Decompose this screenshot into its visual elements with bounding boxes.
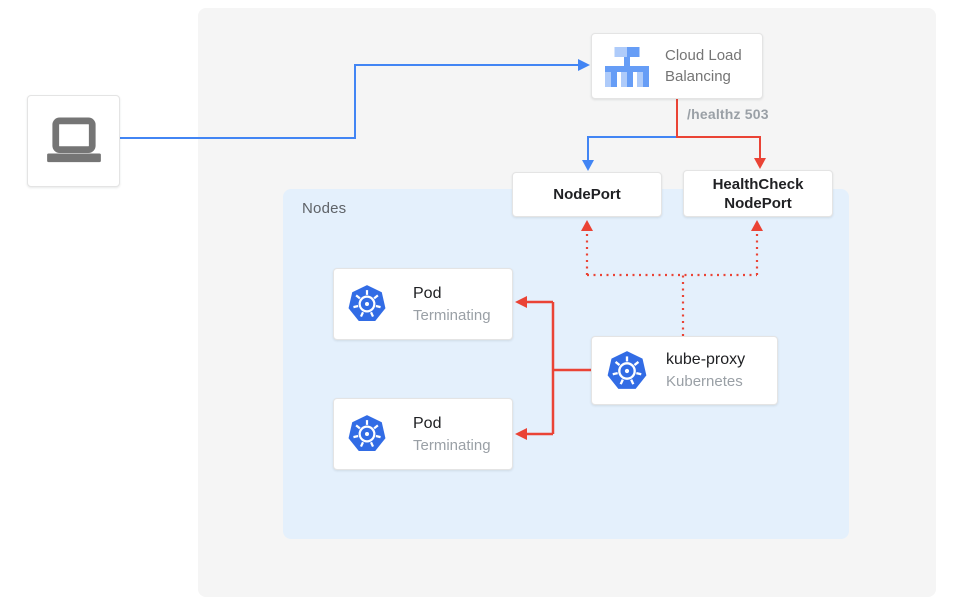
client-box <box>27 95 120 187</box>
nodeport-box: NodePort <box>512 172 662 217</box>
kubernetes-icon <box>347 414 387 453</box>
healthz-label: /healthz 503 <box>687 106 769 122</box>
pod-2-title: Pod <box>413 414 442 432</box>
laptop-icon <box>46 117 101 163</box>
pod-1-text: Pod Terminating <box>413 283 491 326</box>
kubernetes-icon <box>606 349 648 390</box>
healthcheck-nodeport-label: HealthCheck NodePort <box>712 175 804 212</box>
kube-proxy-subtitle: Kubernetes <box>666 373 743 390</box>
pod-2-status: Terminating <box>413 436 491 454</box>
cloud-load-balancing-box: Cloud Load Balancing <box>591 33 763 99</box>
kubernetes-icon <box>347 284 387 323</box>
pod-2-text: Pod Terminating <box>413 413 491 456</box>
pod-1-title: Pod <box>413 284 442 302</box>
cloud-load-balancing-label: Cloud Load Balancing <box>665 47 742 85</box>
nodes-label: Nodes <box>302 200 347 217</box>
kube-proxy-box: kube-proxy Kubernetes <box>591 336 778 405</box>
cloud-load-balancing-icon <box>605 46 649 87</box>
healthcheck-nodeport-box: HealthCheck NodePort <box>683 170 833 217</box>
kube-proxy-text: kube-proxy Kubernetes <box>666 349 745 392</box>
kube-proxy-title: kube-proxy <box>666 351 746 368</box>
pod-box-2: Pod Terminating <box>333 398 513 470</box>
pod-1-status: Terminating <box>413 306 491 324</box>
pod-box-1: Pod Terminating <box>333 268 513 340</box>
nodeport-label: NodePort <box>553 186 621 203</box>
